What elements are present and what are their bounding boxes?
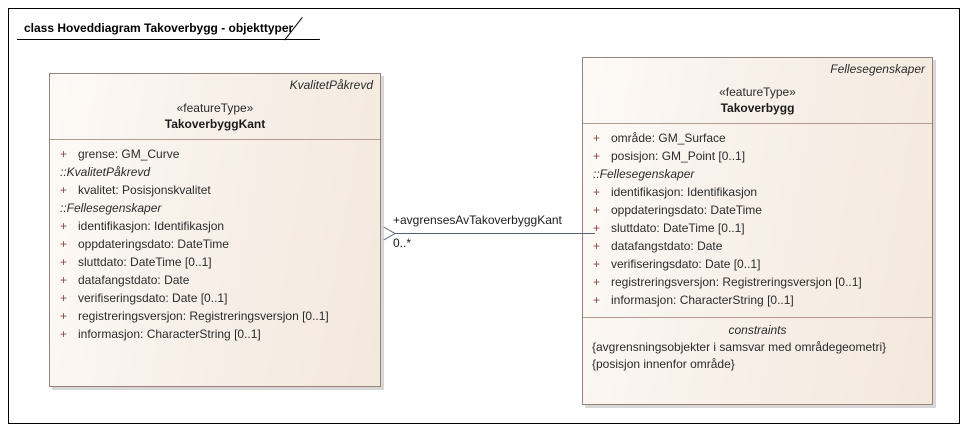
attribute-label: identifikasjon: Identifikasjon	[78, 219, 225, 233]
attribute-row: + registreringsversjon: Registreringsvers…	[589, 273, 926, 291]
attributes-compartment: +grense: GM_Curve::KvalitetPåkrevd+kvali…	[50, 140, 380, 351]
attribute-row: + verifiseringsdato: Date [0..1]	[589, 255, 926, 273]
attribute-visibility: +	[593, 257, 601, 271]
uml-class-takoverbygg[interactable]: Fellesegenskaper «featureType» Takoverby…	[582, 57, 933, 405]
uml-diagram-frame: class Hoveddiagram Takoverbygg - objektt…	[8, 8, 960, 424]
attribute-label: registreringsversjon: Registreringsversj…	[78, 309, 329, 323]
association-line	[395, 233, 595, 234]
constraint-row: {posisjon innenfor område}	[592, 357, 735, 371]
attribute-label: identifikasjon: Identifikasjon	[611, 185, 758, 199]
constraints-title: constraints	[728, 323, 787, 337]
attribute-row: + oppdateringsdato: DateTime	[56, 235, 374, 253]
attribute-visibility: +	[60, 237, 68, 251]
attribute-group-separator: ::Fellesegenskaper	[593, 167, 695, 181]
attribute-group-separator: ::KvalitetPåkrevd	[60, 165, 151, 179]
attribute-label: datafangstdato: Date	[78, 273, 190, 287]
attribute-visibility: +	[60, 147, 68, 161]
attribute-row: + verifiseringsdato: Date [0..1]	[56, 289, 374, 307]
constraints-compartment: constraints {avgrensningsobjekter i sams…	[583, 317, 932, 382]
attribute-label: registreringsversjon: Registreringsversj…	[611, 275, 862, 289]
attribute-row: + informasjon: CharacterString [0..1]	[589, 291, 926, 309]
attribute-label: område: GM_Surface	[611, 131, 726, 145]
attribute-label: sluttdato: DateTime [0..1]	[611, 221, 745, 235]
class-tagged-name: Fellesegenskaper	[830, 62, 925, 76]
attribute-visibility: +	[593, 203, 601, 217]
diagram-title: class Hoveddiagram Takoverbygg - objektt…	[24, 21, 294, 35]
attribute-label: verifiseringsdato: Date [0..1]	[611, 257, 761, 271]
attribute-label: informasjon: CharacterString [0..1]	[611, 293, 794, 307]
attribute-visibility: +	[593, 149, 601, 163]
attribute-visibility: +	[593, 185, 601, 199]
attribute-label: oppdateringsdato: DateTime	[611, 203, 762, 217]
attribute-visibility: +	[60, 255, 68, 269]
attribute-row: + oppdateringsdato: DateTime	[589, 201, 926, 219]
attribute-row: + grense: GM_Curve	[56, 145, 374, 163]
attribute-row: + identifikasjon: Identifikasjon	[589, 183, 926, 201]
attribute-label: datafangstdato: Date	[611, 239, 723, 253]
attribute-row: + sluttdato: DateTime [0..1]	[589, 219, 926, 237]
attribute-row: + datafangstdato: Date	[56, 271, 374, 289]
attribute-label: verifiseringsdato: Date [0..1]	[78, 291, 228, 305]
attribute-row: + datafangstdato: Date	[589, 237, 926, 255]
attribute-visibility: +	[593, 275, 601, 289]
uml-class-takoverbygg-kant[interactable]: KvalitetPåkrevd «featureType» Takoverbyg…	[49, 73, 381, 387]
attribute-label: kvalitet: Posisjonskvalitet	[78, 183, 211, 197]
attribute-row: + registreringsversjon: Registreringsvers…	[56, 307, 374, 325]
attribute-label: posisjon: GM_Point [0..1]	[611, 149, 746, 163]
attribute-visibility: +	[593, 293, 601, 307]
class-tagged-name: KvalitetPåkrevd	[289, 78, 373, 92]
attribute-row: + posisjon: GM_Point [0..1]	[589, 147, 926, 165]
association-role-label: +avgrensesAvTakoverbyggKant	[393, 213, 562, 227]
attribute-row: + identifikasjon: Identifikasjon	[56, 217, 374, 235]
class-stereotype: «featureType»	[719, 85, 796, 99]
attribute-visibility: +	[60, 273, 68, 287]
attribute-visibility: +	[593, 221, 601, 235]
class-header: Fellesegenskaper «featureType» Takoverby…	[583, 58, 932, 124]
attribute-visibility: +	[60, 183, 68, 197]
class-name: Takoverbygg	[720, 101, 795, 115]
attribute-label: grense: GM_Curve	[78, 147, 180, 161]
association-multiplicity: 0..*	[393, 236, 412, 250]
attribute-row: + kvalitet: Posisjonskvalitet	[56, 181, 374, 199]
class-name: TakoverbyggKant	[164, 117, 266, 131]
class-header: KvalitetPåkrevd «featureType» Takoverbyg…	[50, 74, 380, 140]
attribute-visibility: +	[60, 309, 68, 323]
class-stereotype: «featureType»	[176, 101, 254, 115]
attribute-label: oppdateringsdato: DateTime	[78, 237, 229, 251]
constraint-row: {avgrensningsobjekter i samsvar med områ…	[592, 340, 887, 354]
attribute-visibility: +	[60, 327, 68, 341]
attribute-visibility: +	[60, 291, 68, 305]
attribute-visibility: +	[593, 131, 601, 145]
attribute-visibility: +	[60, 219, 68, 233]
attribute-label: informasjon: CharacterString [0..1]	[78, 327, 261, 341]
constraints-list: {avgrensningsobjekter i samsvar med områ…	[589, 339, 926, 373]
attribute-label: sluttdato: DateTime [0..1]	[78, 255, 212, 269]
attribute-visibility: +	[593, 239, 601, 253]
attributes-compartment: + område: GM_Surface + posisjon: GM_Point […	[583, 124, 932, 317]
attribute-row: + informasjon: CharacterString [0..1]	[56, 325, 374, 343]
diagram-title-tab: class Hoveddiagram Takoverbygg - objektt…	[17, 17, 320, 40]
attribute-row: + område: GM_Surface	[589, 129, 926, 147]
association-connector[interactable]: +avgrensesAvTakoverbyggKant 0..*	[383, 209, 595, 257]
attribute-group-separator: ::Fellesegenskaper	[60, 201, 162, 215]
attribute-row: + sluttdato: DateTime [0..1]	[56, 253, 374, 271]
